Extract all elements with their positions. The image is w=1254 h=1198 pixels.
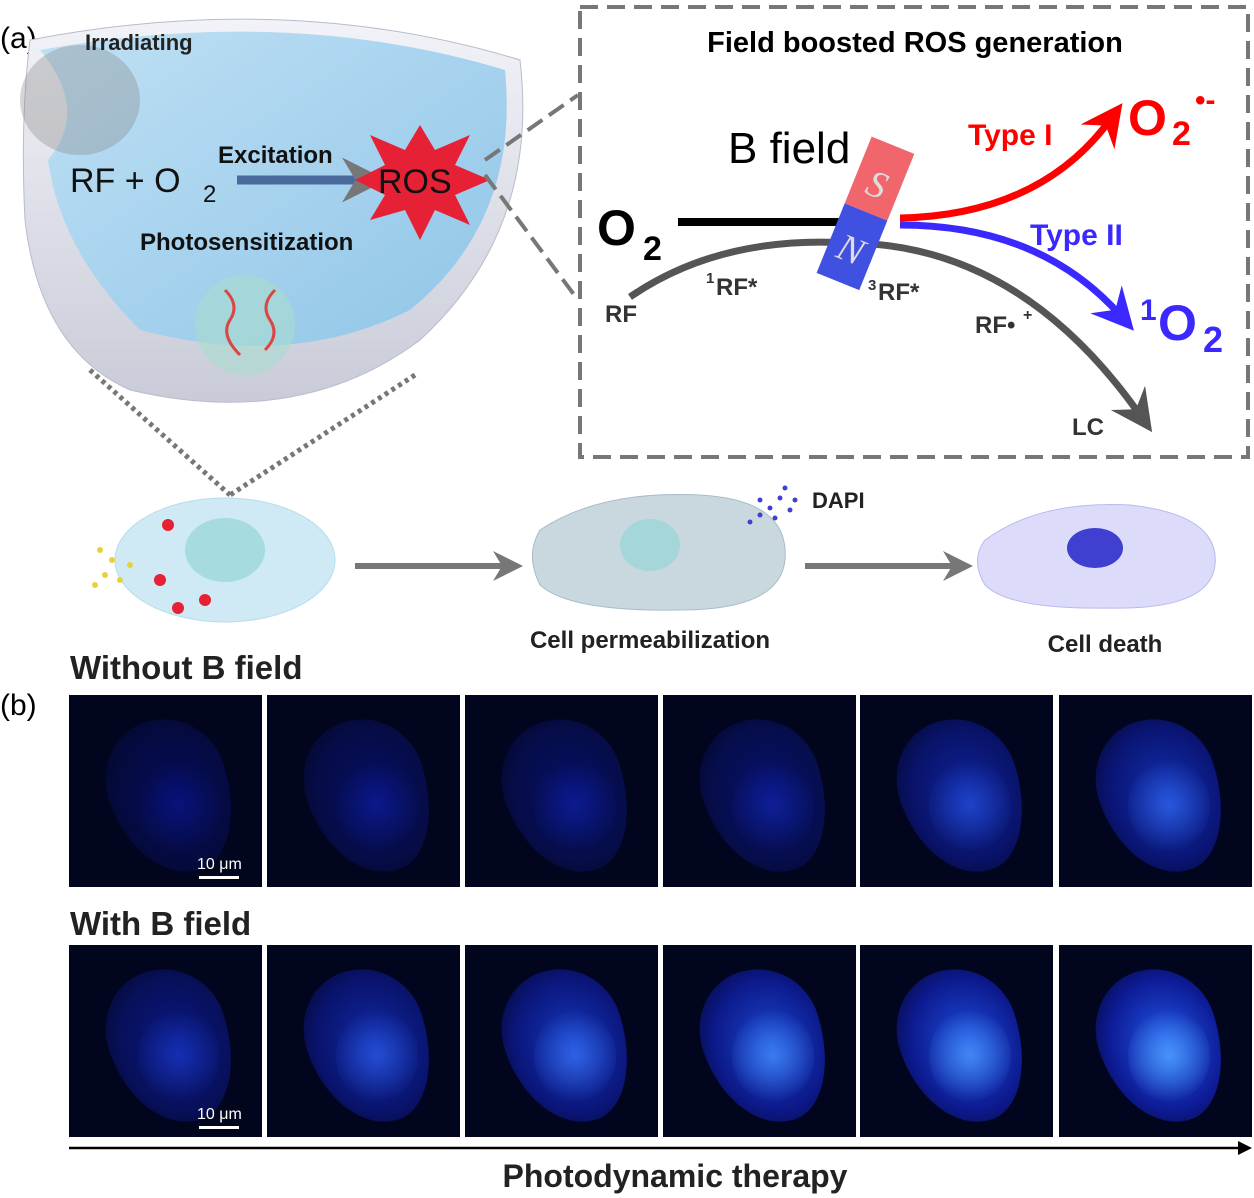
micrograph-row2-frame4 — [663, 945, 856, 1137]
cell-dead — [977, 503, 1216, 609]
micrograph-row1-frame6 — [1059, 695, 1252, 887]
magnet-icon: S N — [816, 136, 915, 291]
singlet-sup: 1 — [1140, 294, 1157, 327]
scale-bar-label: 10 μm — [197, 1106, 242, 1123]
cell-sensitized — [92, 497, 336, 623]
type2-arrow — [899, 221, 1134, 331]
micrograph-row1-frame5 — [860, 695, 1053, 887]
nucleus — [732, 760, 814, 853]
cell-in-bowl — [195, 275, 295, 375]
inset-title: Field boosted ROS generation — [707, 27, 1123, 59]
excitation-label: Excitation — [218, 142, 333, 169]
micrograph-row2-frame5 — [860, 945, 1053, 1137]
inset-box — [578, 5, 1250, 459]
rf-label: RF — [605, 301, 637, 328]
type1-arrow — [899, 103, 1123, 222]
rf-radical-sup: + — [1023, 307, 1032, 324]
micrograph-row1-frame2 — [267, 695, 460, 887]
scale-bar: 10 μm — [197, 1106, 242, 1129]
dapi-label: DAPI — [812, 488, 865, 513]
micrograph-row2-frame6 — [1059, 945, 1252, 1137]
nucleus — [138, 760, 220, 853]
b-field-label: B field — [728, 124, 850, 173]
nucleus — [1128, 760, 1210, 853]
permeabilization-label: Cell permeabilization — [530, 627, 770, 654]
nucleus — [336, 760, 418, 853]
scale-bar-line — [199, 876, 240, 879]
ros-label: ROS — [378, 163, 452, 201]
superoxide-sub: 2 — [1172, 115, 1191, 153]
type2-label: Type II — [1030, 219, 1123, 252]
nucleus — [534, 760, 616, 853]
dna-icon — [223, 288, 277, 357]
micrograph-row2-frame1: 10 μm — [69, 945, 262, 1137]
o2-label: O — [597, 200, 636, 256]
nucleus — [534, 1010, 616, 1103]
rf1-label: RF* — [716, 274, 758, 301]
row2-title: With B field — [70, 905, 251, 942]
micrograph-row1-frame1: 10 μm — [69, 695, 262, 887]
lc-label: LC — [1072, 414, 1104, 441]
row1-title: Without B field — [70, 649, 302, 686]
ros-burst-icon — [355, 125, 490, 240]
rf3-sup: 3 — [868, 277, 876, 294]
rf1-sup: 1 — [706, 270, 714, 287]
axis-label: Photodynamic therapy — [503, 1158, 848, 1194]
micrograph-row1-frame4 — [663, 695, 856, 887]
micrograph-row2-frame3 — [465, 945, 658, 1137]
rf-radical-label: RF• — [975, 312, 1015, 339]
nucleus — [929, 760, 1011, 853]
nucleus — [336, 1010, 418, 1103]
zoom-lines — [483, 93, 580, 302]
death-label: Cell death — [1048, 631, 1163, 658]
nucleus — [929, 1010, 1011, 1103]
o2-sub: 2 — [643, 230, 662, 268]
singlet-label: O — [1158, 295, 1197, 351]
nucleus — [732, 1010, 814, 1103]
irradiating-label: Irradiating — [85, 30, 193, 55]
light-source — [20, 45, 140, 155]
reaction-sub: 2 — [203, 181, 216, 208]
rf3-label: RF* — [878, 279, 920, 306]
singlet-sub: 2 — [1203, 319, 1223, 360]
nucleus — [138, 1010, 220, 1103]
reaction-left: RF + O — [70, 162, 181, 200]
photosensitization-label: Photosensitization — [140, 229, 353, 256]
cell-permeabilized — [532, 485, 798, 611]
scale-bar: 10 μm — [197, 856, 242, 879]
scale-bar-label: 10 μm — [197, 856, 242, 873]
superoxide-sup: •- — [1195, 84, 1216, 117]
type1-label: Type I — [968, 119, 1052, 152]
micrograph-row1-frame3 — [465, 695, 658, 887]
bowl-illustration — [20, 18, 524, 403]
nucleus — [1128, 1010, 1210, 1103]
time-axis-arrowhead — [1238, 1141, 1252, 1155]
micrograph-row2-frame2 — [267, 945, 460, 1137]
superoxide-label: O — [1128, 90, 1167, 146]
scale-bar-line — [199, 1126, 240, 1129]
panel-b-label: (b) — [0, 689, 37, 722]
